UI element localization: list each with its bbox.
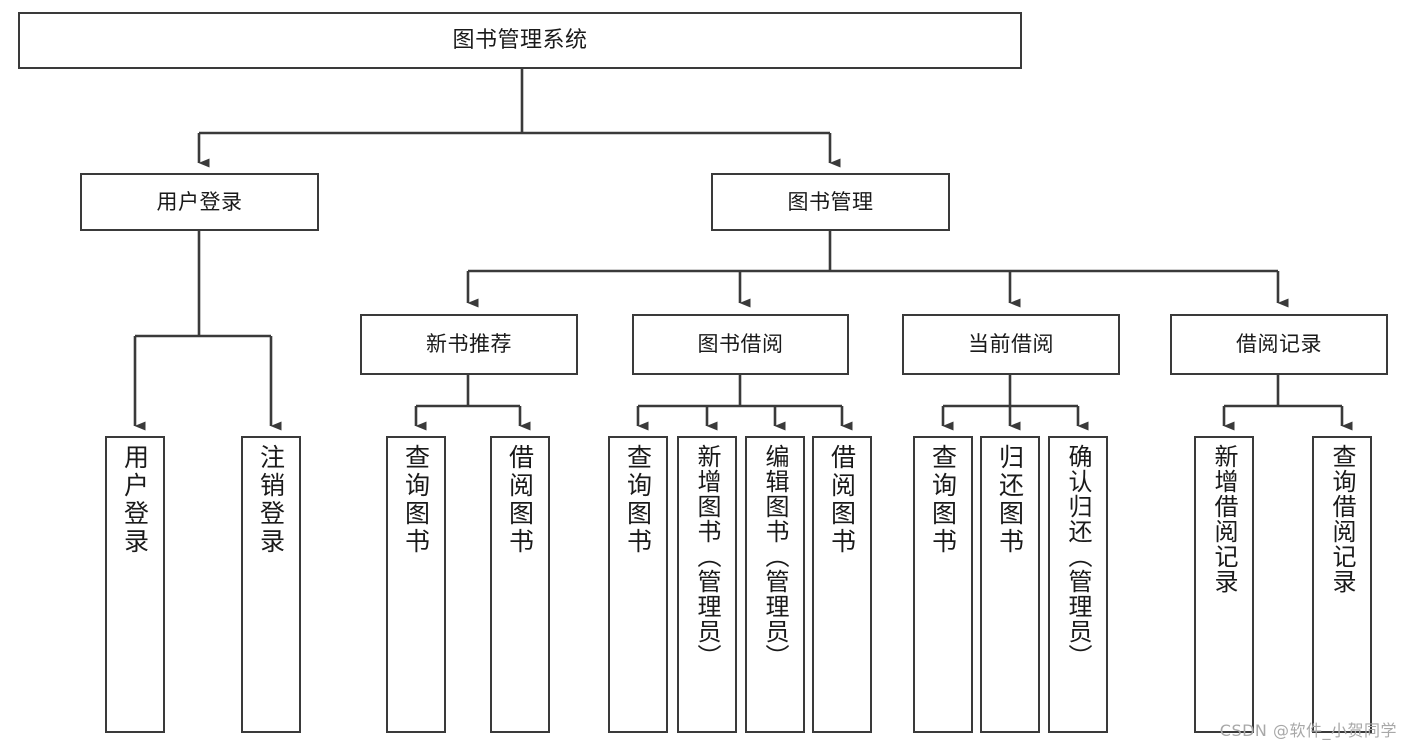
node-label: 图书借阅 [697, 332, 784, 357]
node-borrow-record[interactable]: 借阅记录 [1170, 314, 1388, 375]
node-label: 用户登录 [120, 444, 150, 556]
node-label: 图书管理 [787, 189, 874, 214]
node-user-login[interactable]: 用户登录 [80, 173, 319, 231]
leaf-current-confirm-return-admin[interactable]: 确认归还（管理员） [1048, 436, 1108, 733]
node-book-borrow[interactable]: 图书借阅 [632, 314, 849, 375]
leaf-logout[interactable]: 注销登录 [241, 436, 301, 733]
leaf-borrow-add-book-admin[interactable]: 新增图书（管理员） [677, 436, 737, 733]
leaf-record-query-borrow-record[interactable]: 查询借阅记录 [1312, 436, 1372, 733]
leaf-current-query-book[interactable]: 查询图书 [913, 436, 973, 733]
leaf-borrow-query-book[interactable]: 查询图书 [608, 436, 668, 733]
node-label: 借阅记录 [1236, 332, 1322, 357]
leaf-record-add-borrow-record[interactable]: 新增借阅记录 [1194, 436, 1254, 733]
node-label: 新增借阅记录 [1210, 444, 1238, 594]
node-label: 查询借阅记录 [1328, 444, 1356, 594]
node-label: 新书推荐 [426, 332, 512, 357]
node-label: 查询图书 [928, 444, 958, 556]
leaf-new-book-query-book[interactable]: 查询图书 [386, 436, 446, 733]
node-label: 用户登录 [156, 189, 243, 214]
node-label: 查询图书 [401, 444, 431, 556]
node-label: 图书管理系统 [452, 27, 588, 53]
csdn-watermark: CSDN @软件_小贺同学 [1219, 721, 1397, 740]
node-label: 新增图书（管理员） [693, 444, 721, 669]
node-label: 编辑图书（管理员） [761, 444, 789, 669]
node-label: 当前借阅 [968, 332, 1054, 357]
node-current-borrow[interactable]: 当前借阅 [902, 314, 1120, 375]
node-book-management[interactable]: 图书管理 [711, 173, 950, 231]
node-label: 借阅图书 [505, 444, 535, 556]
leaf-user-login[interactable]: 用户登录 [105, 436, 165, 733]
leaf-new-book-borrow-book[interactable]: 借阅图书 [490, 436, 550, 733]
leaf-borrow-edit-book-admin[interactable]: 编辑图书（管理员） [745, 436, 805, 733]
node-label: 注销登录 [256, 444, 286, 556]
leaf-current-return-book[interactable]: 归还图书 [980, 436, 1040, 733]
leaf-borrow-borrow-book[interactable]: 借阅图书 [812, 436, 872, 733]
node-label: 确认归还（管理员） [1064, 444, 1092, 669]
node-label: 归还图书 [995, 444, 1025, 556]
node-label: 查询图书 [623, 444, 653, 556]
node-new-book-recommend[interactable]: 新书推荐 [360, 314, 578, 375]
node-root-book-management-system[interactable]: 图书管理系统 [18, 12, 1022, 69]
node-label: 借阅图书 [827, 444, 857, 556]
